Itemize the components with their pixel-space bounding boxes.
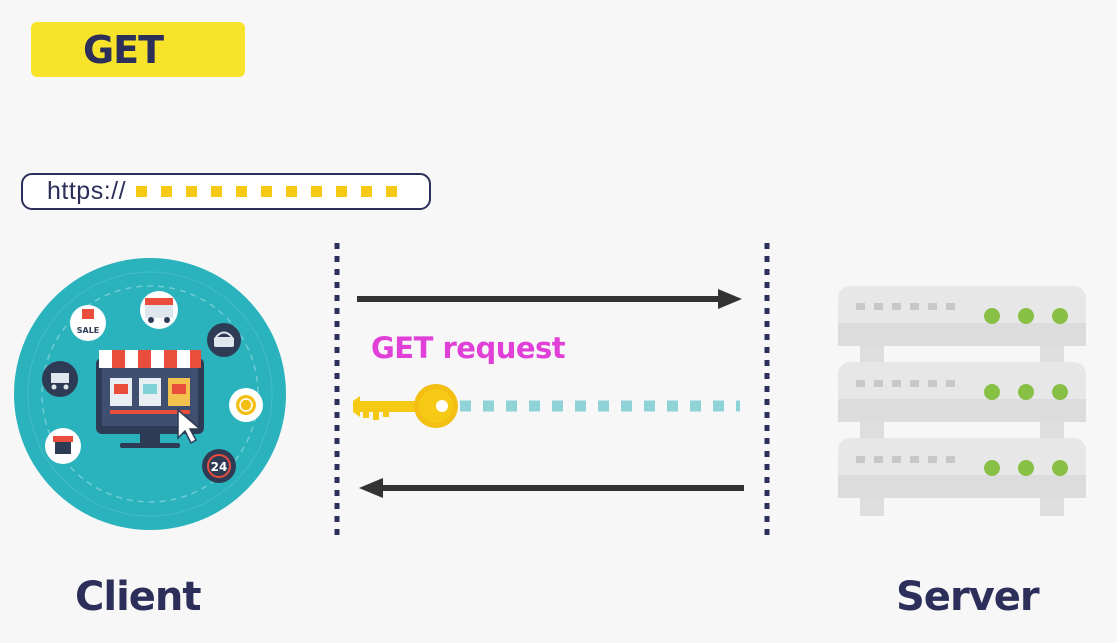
response-arrow [359,478,744,498]
method-badge: GET [31,22,245,77]
server-unit [838,438,1086,498]
server-unit [838,362,1086,422]
server-unit [838,286,1086,346]
shopping-cart-icon [42,361,78,397]
method-label: GET [82,27,164,72]
sale-text: SALE [77,326,100,335]
request-arrow [357,289,742,309]
key-icon [353,384,458,428]
get-request-label: GET request [371,331,566,365]
coin-icon [229,388,263,422]
server-illustration [838,286,1086,516]
online-shop-monitor-icon [96,350,204,448]
basket-icon [207,323,241,357]
url-bar: https:// [21,173,431,210]
client-label: Client [75,574,202,620]
hours-text: 24 [211,460,228,474]
sale-tag-icon: SALE [70,305,106,341]
24-hour-support-icon: 24 [202,449,236,483]
url-placeholder-dots [136,186,398,197]
client-illustration: SALE [14,258,286,530]
shop-van-icon [140,291,178,329]
server-label: Server [896,574,1040,620]
cursor-icon [177,408,203,445]
storefront-icon [45,428,81,464]
url-prefix: https:// [47,177,127,205]
